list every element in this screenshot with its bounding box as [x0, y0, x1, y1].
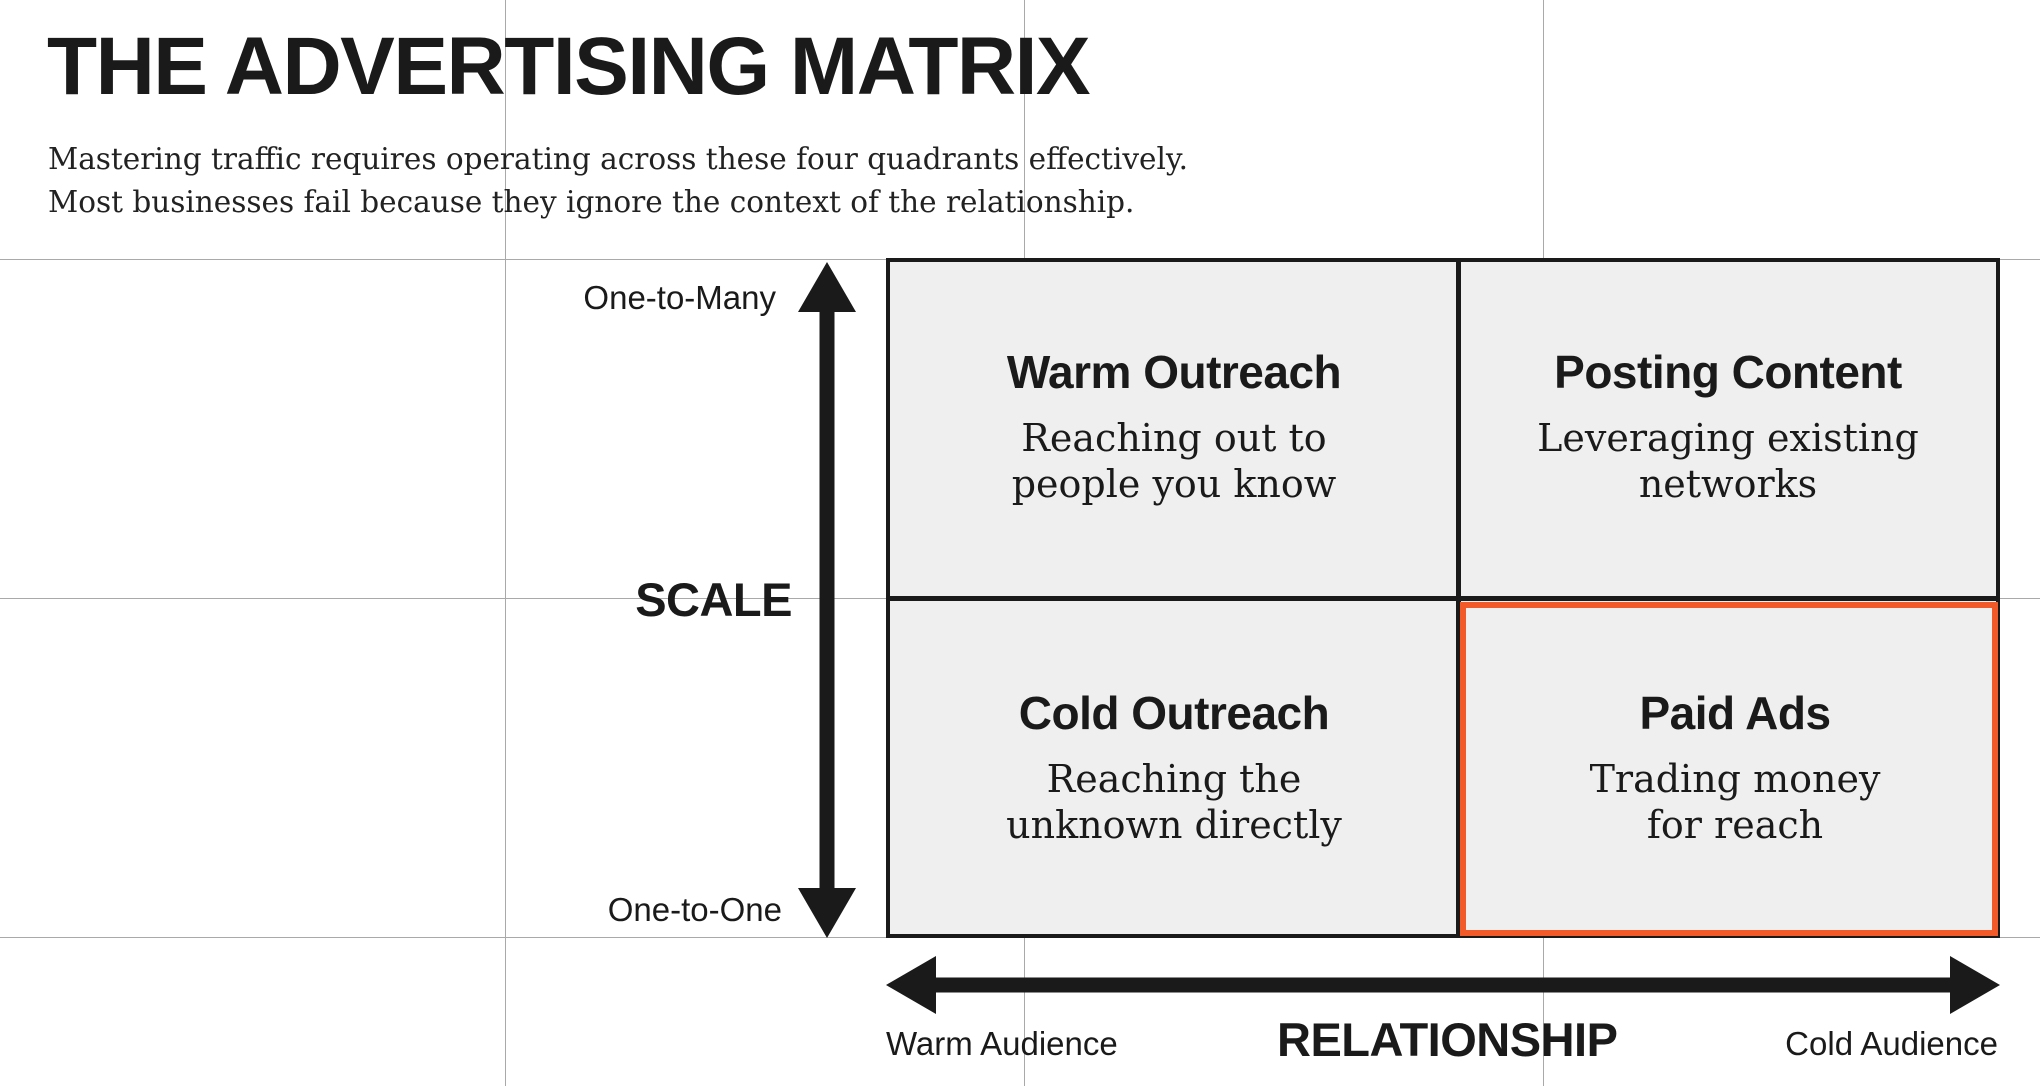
- quadrant-title: Warm Outreach: [1006, 346, 1342, 398]
- quadrant-title: Cold Outreach: [1018, 687, 1330, 739]
- subtitle: Mastering traffic requires operating acr…: [48, 138, 1188, 224]
- quadrant-description-line: people you know: [1011, 462, 1337, 506]
- quadrant-description-line: for reach: [1646, 803, 1824, 847]
- quadrant-title: Paid Ads: [1639, 687, 1831, 739]
- quadrant-title: Posting Content: [1554, 346, 1902, 398]
- x-axis-left-label: Warm Audience: [886, 1025, 1118, 1062]
- scale-axis-arrow: [798, 262, 856, 938]
- quadrant-description: Trading money for reach: [1590, 756, 1881, 848]
- page-title: THE ADVERTISING MATRIX: [47, 21, 1091, 112]
- y-axis-title: SCALE: [635, 573, 792, 626]
- relationship-axis-arrow: [886, 956, 2000, 1014]
- quadrant-posting-content: Posting Content Leveraging existing netw…: [1460, 345, 1996, 507]
- quadrant-description-line: Trading money: [1589, 757, 1881, 801]
- matrix-horizontal-divider: [886, 596, 2000, 601]
- subtitle-line: Mastering traffic requires operating acr…: [48, 142, 1189, 176]
- quadrant-paid-ads: Paid Ads Trading money for reach: [1468, 686, 2002, 848]
- y-axis-top-label: One-to-Many: [583, 279, 776, 316]
- guide-line-vertical: [505, 0, 507, 1086]
- quadrant-description-line: Reaching the: [1046, 757, 1302, 801]
- quadrant-description: Leveraging existing networks: [1537, 415, 1919, 507]
- quadrant-cold-outreach: Cold Outreach Reaching the unknown direc…: [890, 686, 1458, 848]
- quadrant-description: Reaching the unknown directly: [1006, 756, 1342, 848]
- y-axis-bottom-label: One-to-One: [607, 891, 782, 928]
- x-axis-title: RELATIONSHIP: [1277, 1013, 1618, 1066]
- quadrant-description-line: unknown directly: [1006, 803, 1342, 847]
- subtitle-line: Most businesses fail because they ignore…: [48, 185, 1135, 219]
- quadrant-description-line: Leveraging existing: [1537, 416, 1919, 460]
- quadrant-description-line: networks: [1638, 462, 1818, 506]
- x-axis-right-label: Cold Audience: [1785, 1025, 1998, 1062]
- quadrant-description-line: Reaching out to: [1021, 416, 1327, 460]
- quadrant-warm-outreach: Warm Outreach Reaching out to people you…: [890, 345, 1458, 507]
- quadrant-description: Reaching out to people you know: [1012, 415, 1337, 507]
